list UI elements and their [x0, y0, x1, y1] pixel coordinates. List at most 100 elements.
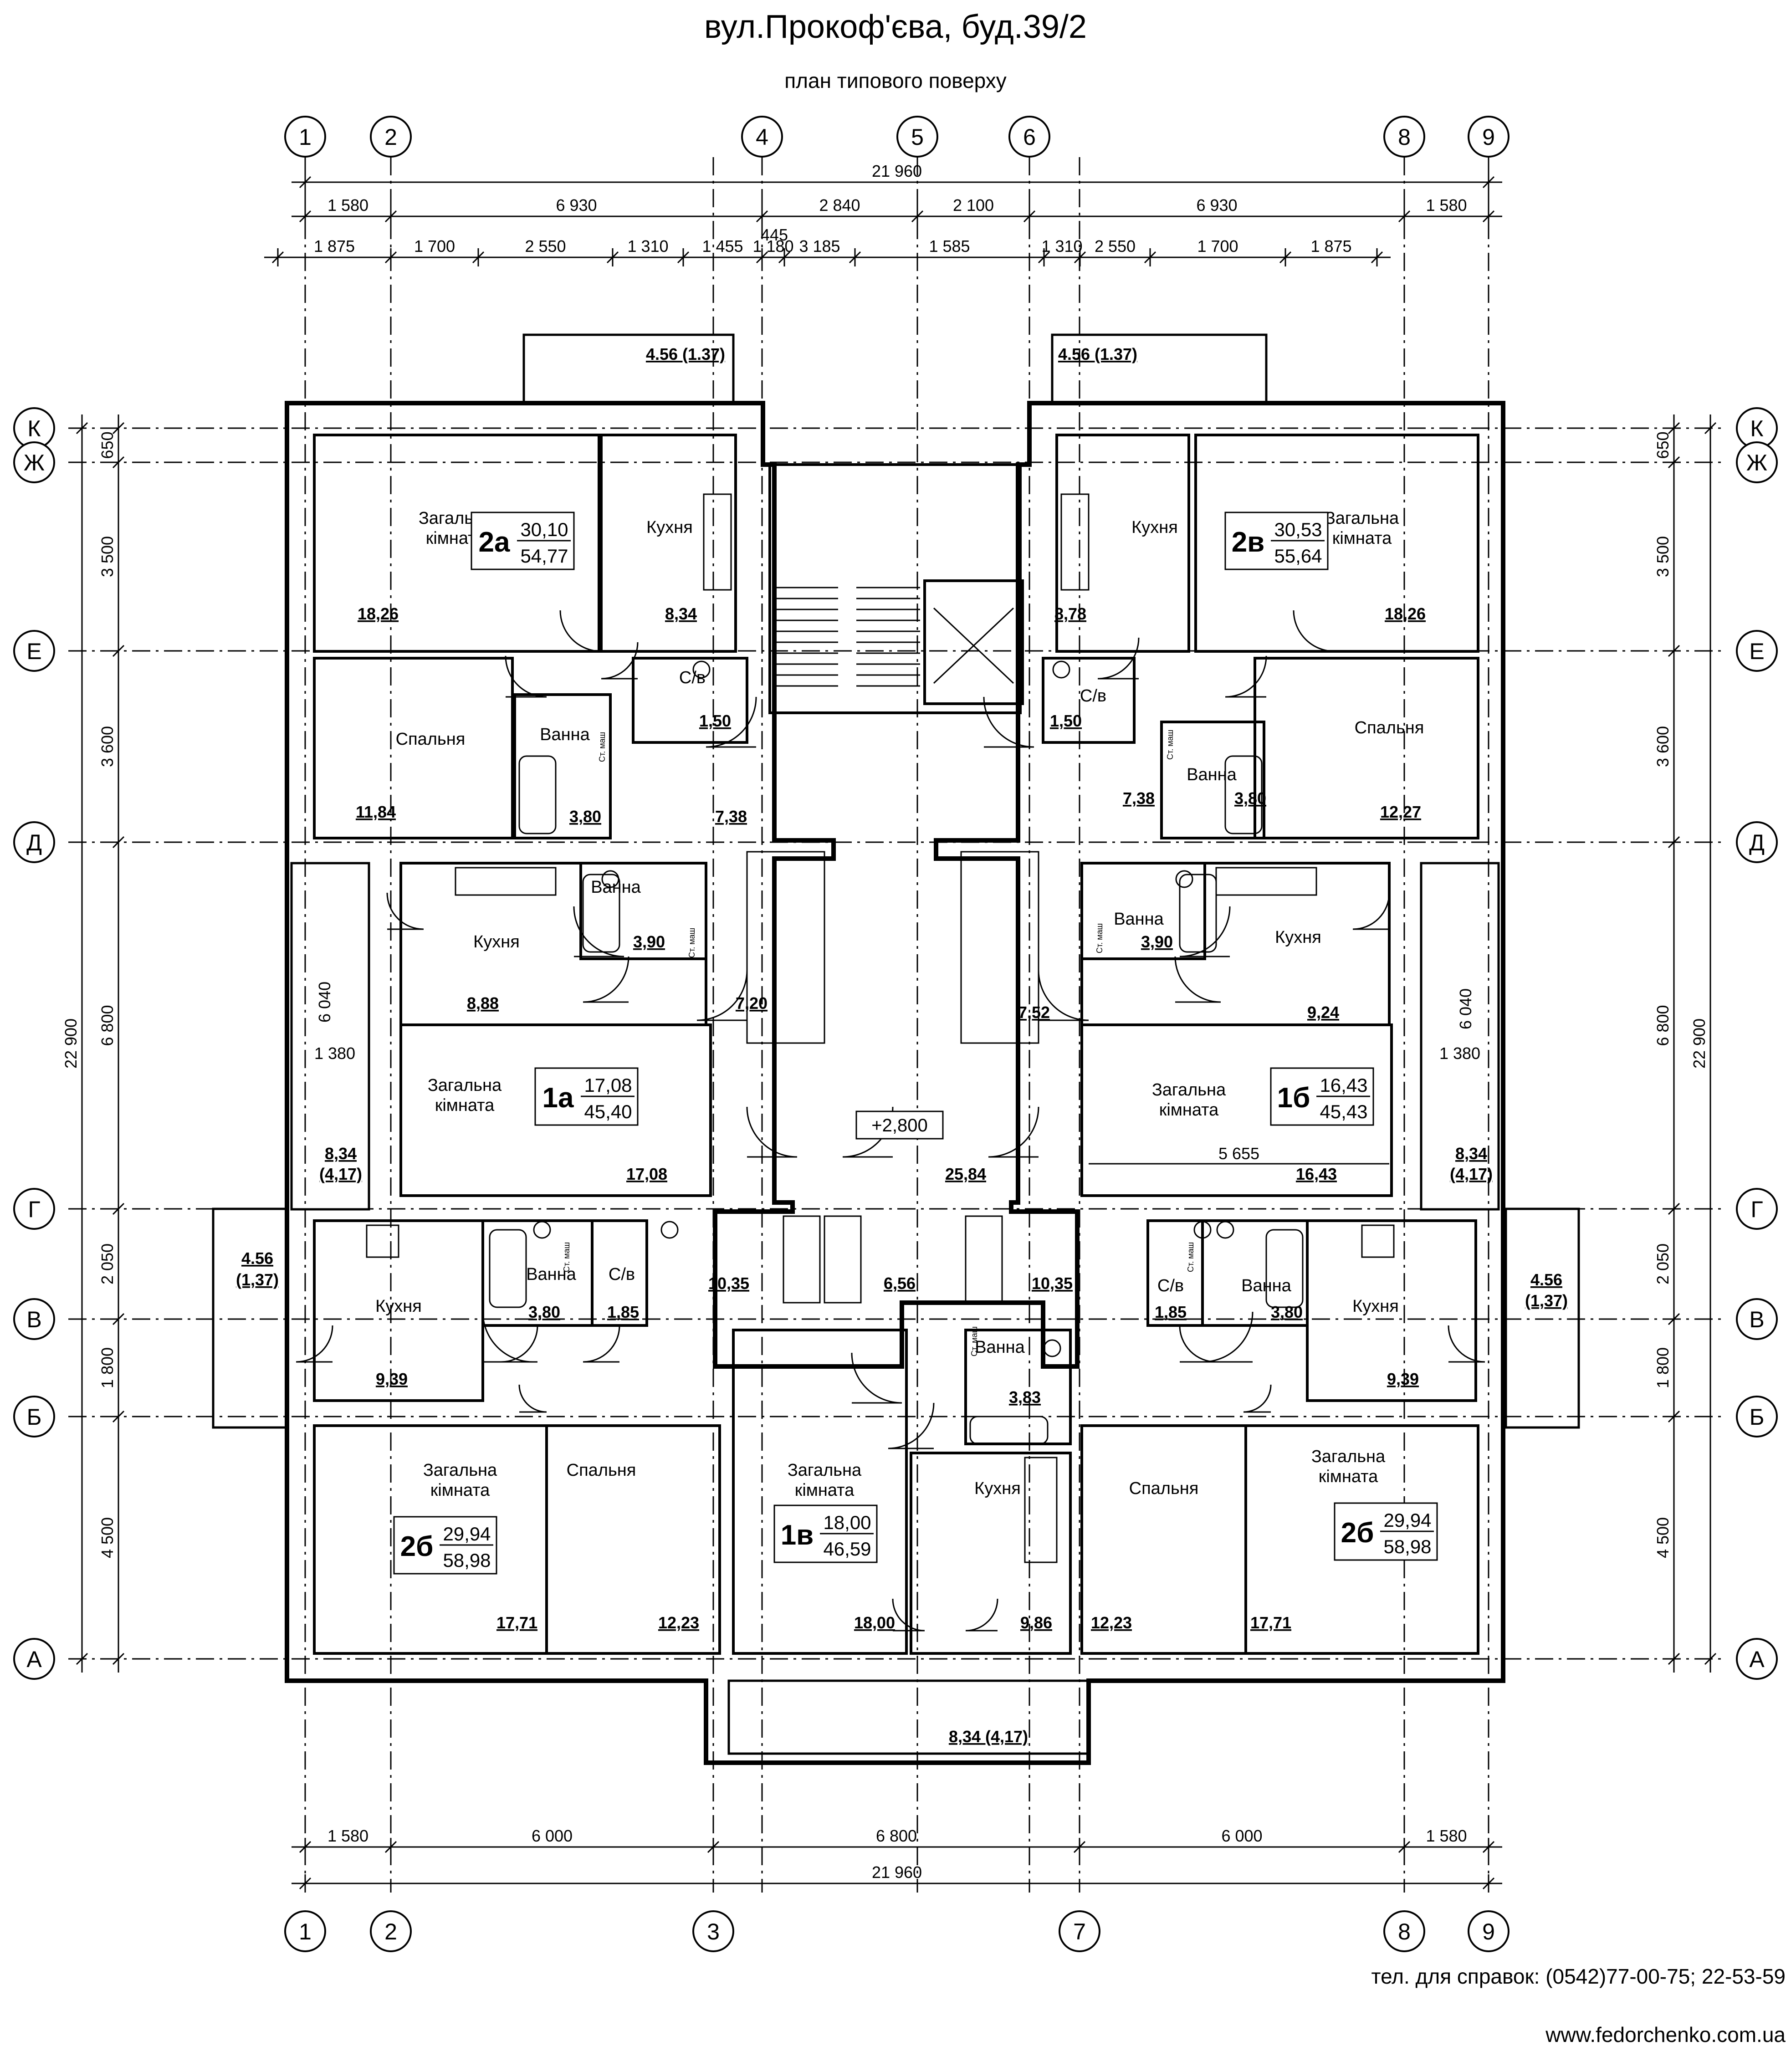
sink-3 [1175, 870, 1193, 888]
sink-6 [1043, 1339, 1061, 1357]
dim-bottom-row-label-4: 1 580 [1426, 1826, 1467, 1845]
axis-bottom-7-circle [1059, 1910, 1100, 1952]
shaft-right [960, 851, 1039, 1044]
dim-right-label-0: 650 [1653, 431, 1672, 459]
axis-left-Г-circle [13, 1188, 55, 1230]
bathtub-4 [489, 1229, 527, 1308]
room-label-r18: Ванна [526, 1265, 576, 1284]
door-13 [1174, 956, 1221, 1003]
apartment-total-3: 45,43 [1320, 1101, 1367, 1122]
apartment-living-3: 16,43 [1320, 1074, 1367, 1096]
dim-top-row1-label-0: 1 580 [327, 196, 368, 215]
room-2a-kitchen [600, 434, 737, 653]
bathtub-2 [582, 874, 620, 953]
axis-top-9: 9 [1482, 124, 1495, 150]
axis-right-В: В [1749, 1307, 1764, 1332]
room-label-r16: Загальна [1152, 1080, 1226, 1100]
dim-right-label-2: 3 600 [1653, 726, 1672, 767]
sink-1 [1052, 660, 1070, 679]
area-label-14: 8,88 [467, 994, 499, 1013]
door-9 [573, 906, 624, 957]
apartment-code-0: 2а [479, 527, 510, 558]
balcony-label-4: 8,34 [1455, 1144, 1487, 1163]
area-label-11: 12,27 [1380, 803, 1421, 821]
door-17 [988, 1106, 1039, 1158]
dim-right-tick-5 [1668, 1313, 1680, 1325]
dim-right-tick-1 [1668, 456, 1680, 469]
dim-left-tick-3 [112, 836, 125, 849]
room-label-r29: Загальна [1311, 1447, 1386, 1466]
door-10 [583, 956, 629, 1003]
axis-bottom-8: 8 [1398, 1919, 1411, 1944]
balcony-label-5: (4,17) [1450, 1165, 1493, 1183]
room-label-r2: Кухня [646, 518, 693, 537]
area-label-31: 17,71 [496, 1613, 537, 1632]
area-label-36: 17,71 [1250, 1613, 1291, 1632]
apartment-total-0: 54,77 [520, 545, 568, 567]
bathtub-5 [1265, 1229, 1304, 1308]
apartment-code-2: 1а [542, 1082, 574, 1114]
dim-top-row2-label-7: 1 585 [929, 237, 970, 256]
axis-right-Ж-circle [1736, 441, 1778, 483]
room-label-r12: Ванна [591, 878, 641, 897]
door-0 [559, 610, 602, 652]
area-label-26: 1,85 [1155, 1303, 1187, 1321]
dim-left-tick-1 [112, 456, 125, 469]
door-5 [1097, 637, 1140, 680]
axis-left-Б-circle [13, 1396, 55, 1438]
door-19 [296, 1325, 333, 1363]
balcony-label-3: (4,17) [319, 1165, 362, 1183]
axis-bottom-3-circle [692, 1910, 734, 1952]
bathtub-6 [969, 1416, 1049, 1445]
dim-top-total-label-0: 21 960 [872, 162, 922, 180]
dim-right-label-3: 6 800 [1653, 1005, 1672, 1046]
sink-2 [601, 870, 619, 888]
axis-left-Е-circle [13, 630, 55, 672]
room-label-r19: С/в [609, 1265, 635, 1284]
balcony-top-right [1051, 333, 1268, 404]
room-label-r11: Кухня [473, 932, 520, 952]
room-label-r17: Кухня [375, 1297, 422, 1316]
kitchen-counter-4 [366, 1224, 399, 1258]
axis-left-В-circle [13, 1298, 55, 1340]
area-label-5: 1,50 [1050, 711, 1082, 730]
dim-inner-left-2: 1 380 [314, 1044, 355, 1063]
dim-right-label-5: 1 800 [1653, 1347, 1672, 1388]
kitchen-counter-0 [703, 493, 732, 591]
axis-left-Ж-circle [13, 441, 55, 483]
axis-left-А: А [26, 1647, 42, 1672]
room-1a-living [399, 1023, 712, 1197]
area-label-4: 1,50 [699, 711, 731, 730]
room-2v-bath [1160, 721, 1265, 839]
dim-right-total-label-0: 22 900 [1690, 1018, 1709, 1069]
axis-top-5-circle [896, 116, 938, 158]
dim-left-label-5: 1 800 [98, 1347, 117, 1388]
axis-right-Д-circle [1736, 821, 1778, 863]
apartment-living-0: 30,10 [520, 519, 568, 540]
balcony-label-1: 4.56 (1.37) [1058, 345, 1137, 363]
dim-inner-right-1: 6 040 [1456, 988, 1475, 1029]
axis-top-5: 5 [911, 124, 924, 150]
dimension-lines [76, 173, 1717, 1893]
dim-bottom-row-label-0: 1 580 [327, 1826, 368, 1845]
door-3 [706, 696, 757, 748]
dim-top-row1-label-1: 6 930 [556, 196, 597, 215]
door-16 [746, 1106, 798, 1158]
axis-right-А-circle [1736, 1638, 1778, 1680]
area-label-27: 3,80 [1271, 1303, 1303, 1321]
area-label-25: 1,85 [607, 1303, 639, 1321]
dim-bottom-row-label-2: 6 800 [876, 1826, 917, 1845]
door-12 [1038, 970, 1089, 1021]
balcony-right-mid [1420, 862, 1500, 1211]
area-label-1: 8,34 [665, 604, 697, 623]
apartment-code-6: 2б [1341, 1517, 1374, 1549]
dim-left-tick-2 [112, 645, 125, 657]
room-label-r10: Спальня [1355, 718, 1424, 737]
room-2a-living [313, 434, 600, 653]
dim-right-total-tick-0 [1704, 422, 1717, 435]
axis-bottom-7: 7 [1073, 1919, 1086, 1944]
room-label-r23: Загальна [423, 1461, 497, 1480]
door-24 [888, 1402, 935, 1449]
kitchen-counter-2 [455, 867, 557, 896]
dim-left-total-tick-0 [76, 422, 88, 435]
